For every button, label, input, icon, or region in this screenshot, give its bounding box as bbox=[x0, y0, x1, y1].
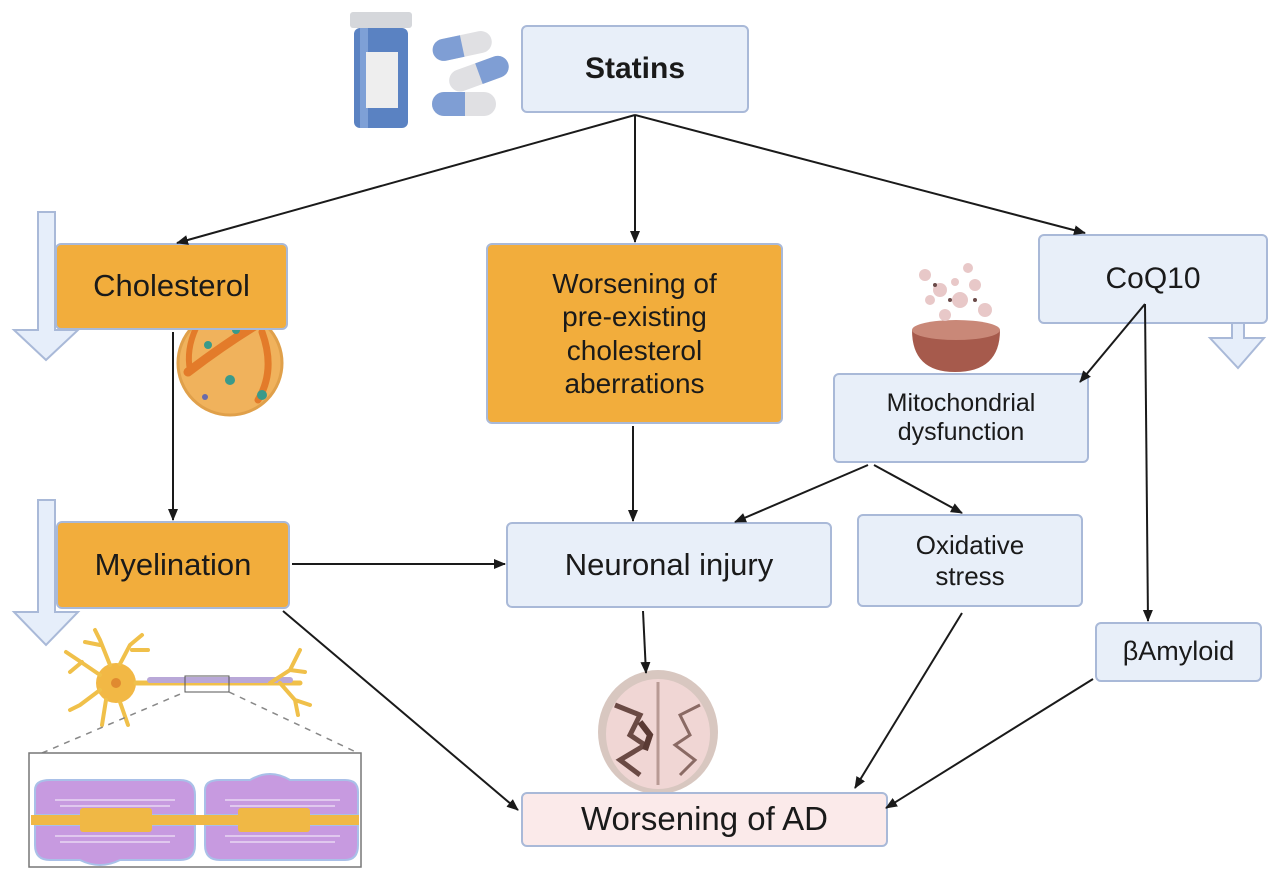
worsening-pre-line-2: pre-existing bbox=[562, 301, 707, 333]
mitochondrion-icon bbox=[912, 263, 1000, 372]
pill-bottle-icon bbox=[350, 12, 412, 128]
neuronal-injury-node: Neuronal injury bbox=[506, 522, 832, 608]
decrease-arrow-myelination-icon bbox=[11, 499, 81, 647]
beta-amyloid-node: βAmyloid bbox=[1095, 622, 1262, 682]
myelination-label: Myelination bbox=[94, 546, 252, 582]
cholesterol-label: Cholesterol bbox=[93, 268, 250, 304]
coq10-node: CoQ10 bbox=[1038, 234, 1268, 324]
worsening-ad-label: Worsening of AD bbox=[580, 800, 829, 838]
worsening-pre-line-1: Worsening of bbox=[552, 268, 717, 300]
oxidative-line-2: stress bbox=[935, 560, 1005, 591]
mito-line-1: Mitochondrial bbox=[886, 388, 1036, 417]
statins-label: Statins bbox=[584, 52, 686, 86]
cholesterol-node: Cholesterol bbox=[55, 243, 288, 330]
neuronal-injury-label: Neuronal injury bbox=[564, 546, 774, 582]
decrease-arrow-cholesterol-icon bbox=[11, 211, 81, 362]
worsening-pre-line-3: cholesterol bbox=[566, 334, 703, 366]
worsening-pre-line-4: aberrations bbox=[564, 367, 705, 399]
zoom-guide-left bbox=[41, 691, 186, 754]
worsening-ad-node: Worsening of AD bbox=[521, 792, 888, 847]
oxidative-stress-node: Oxidative stress bbox=[857, 514, 1083, 607]
beta-amyloid-label: βAmyloid bbox=[1122, 636, 1235, 667]
worsening-pre-existing-node: Worsening of pre-existing cholesterol ab… bbox=[486, 243, 783, 424]
myelination-node: Myelination bbox=[56, 521, 290, 609]
myelin-sheath-icon bbox=[28, 752, 362, 868]
coq10-label: CoQ10 bbox=[1105, 262, 1201, 296]
oxidative-line-1: Oxidative bbox=[915, 529, 1025, 560]
mitochondrial-dysfunction-node: Mitochondrial dysfunction bbox=[833, 373, 1089, 463]
capsules-icon bbox=[432, 31, 509, 116]
mito-line-2: dysfunction bbox=[897, 418, 1025, 446]
brain-section-icon bbox=[598, 670, 718, 794]
statins-node: Statins bbox=[521, 25, 749, 113]
neuron-icon bbox=[64, 628, 312, 727]
